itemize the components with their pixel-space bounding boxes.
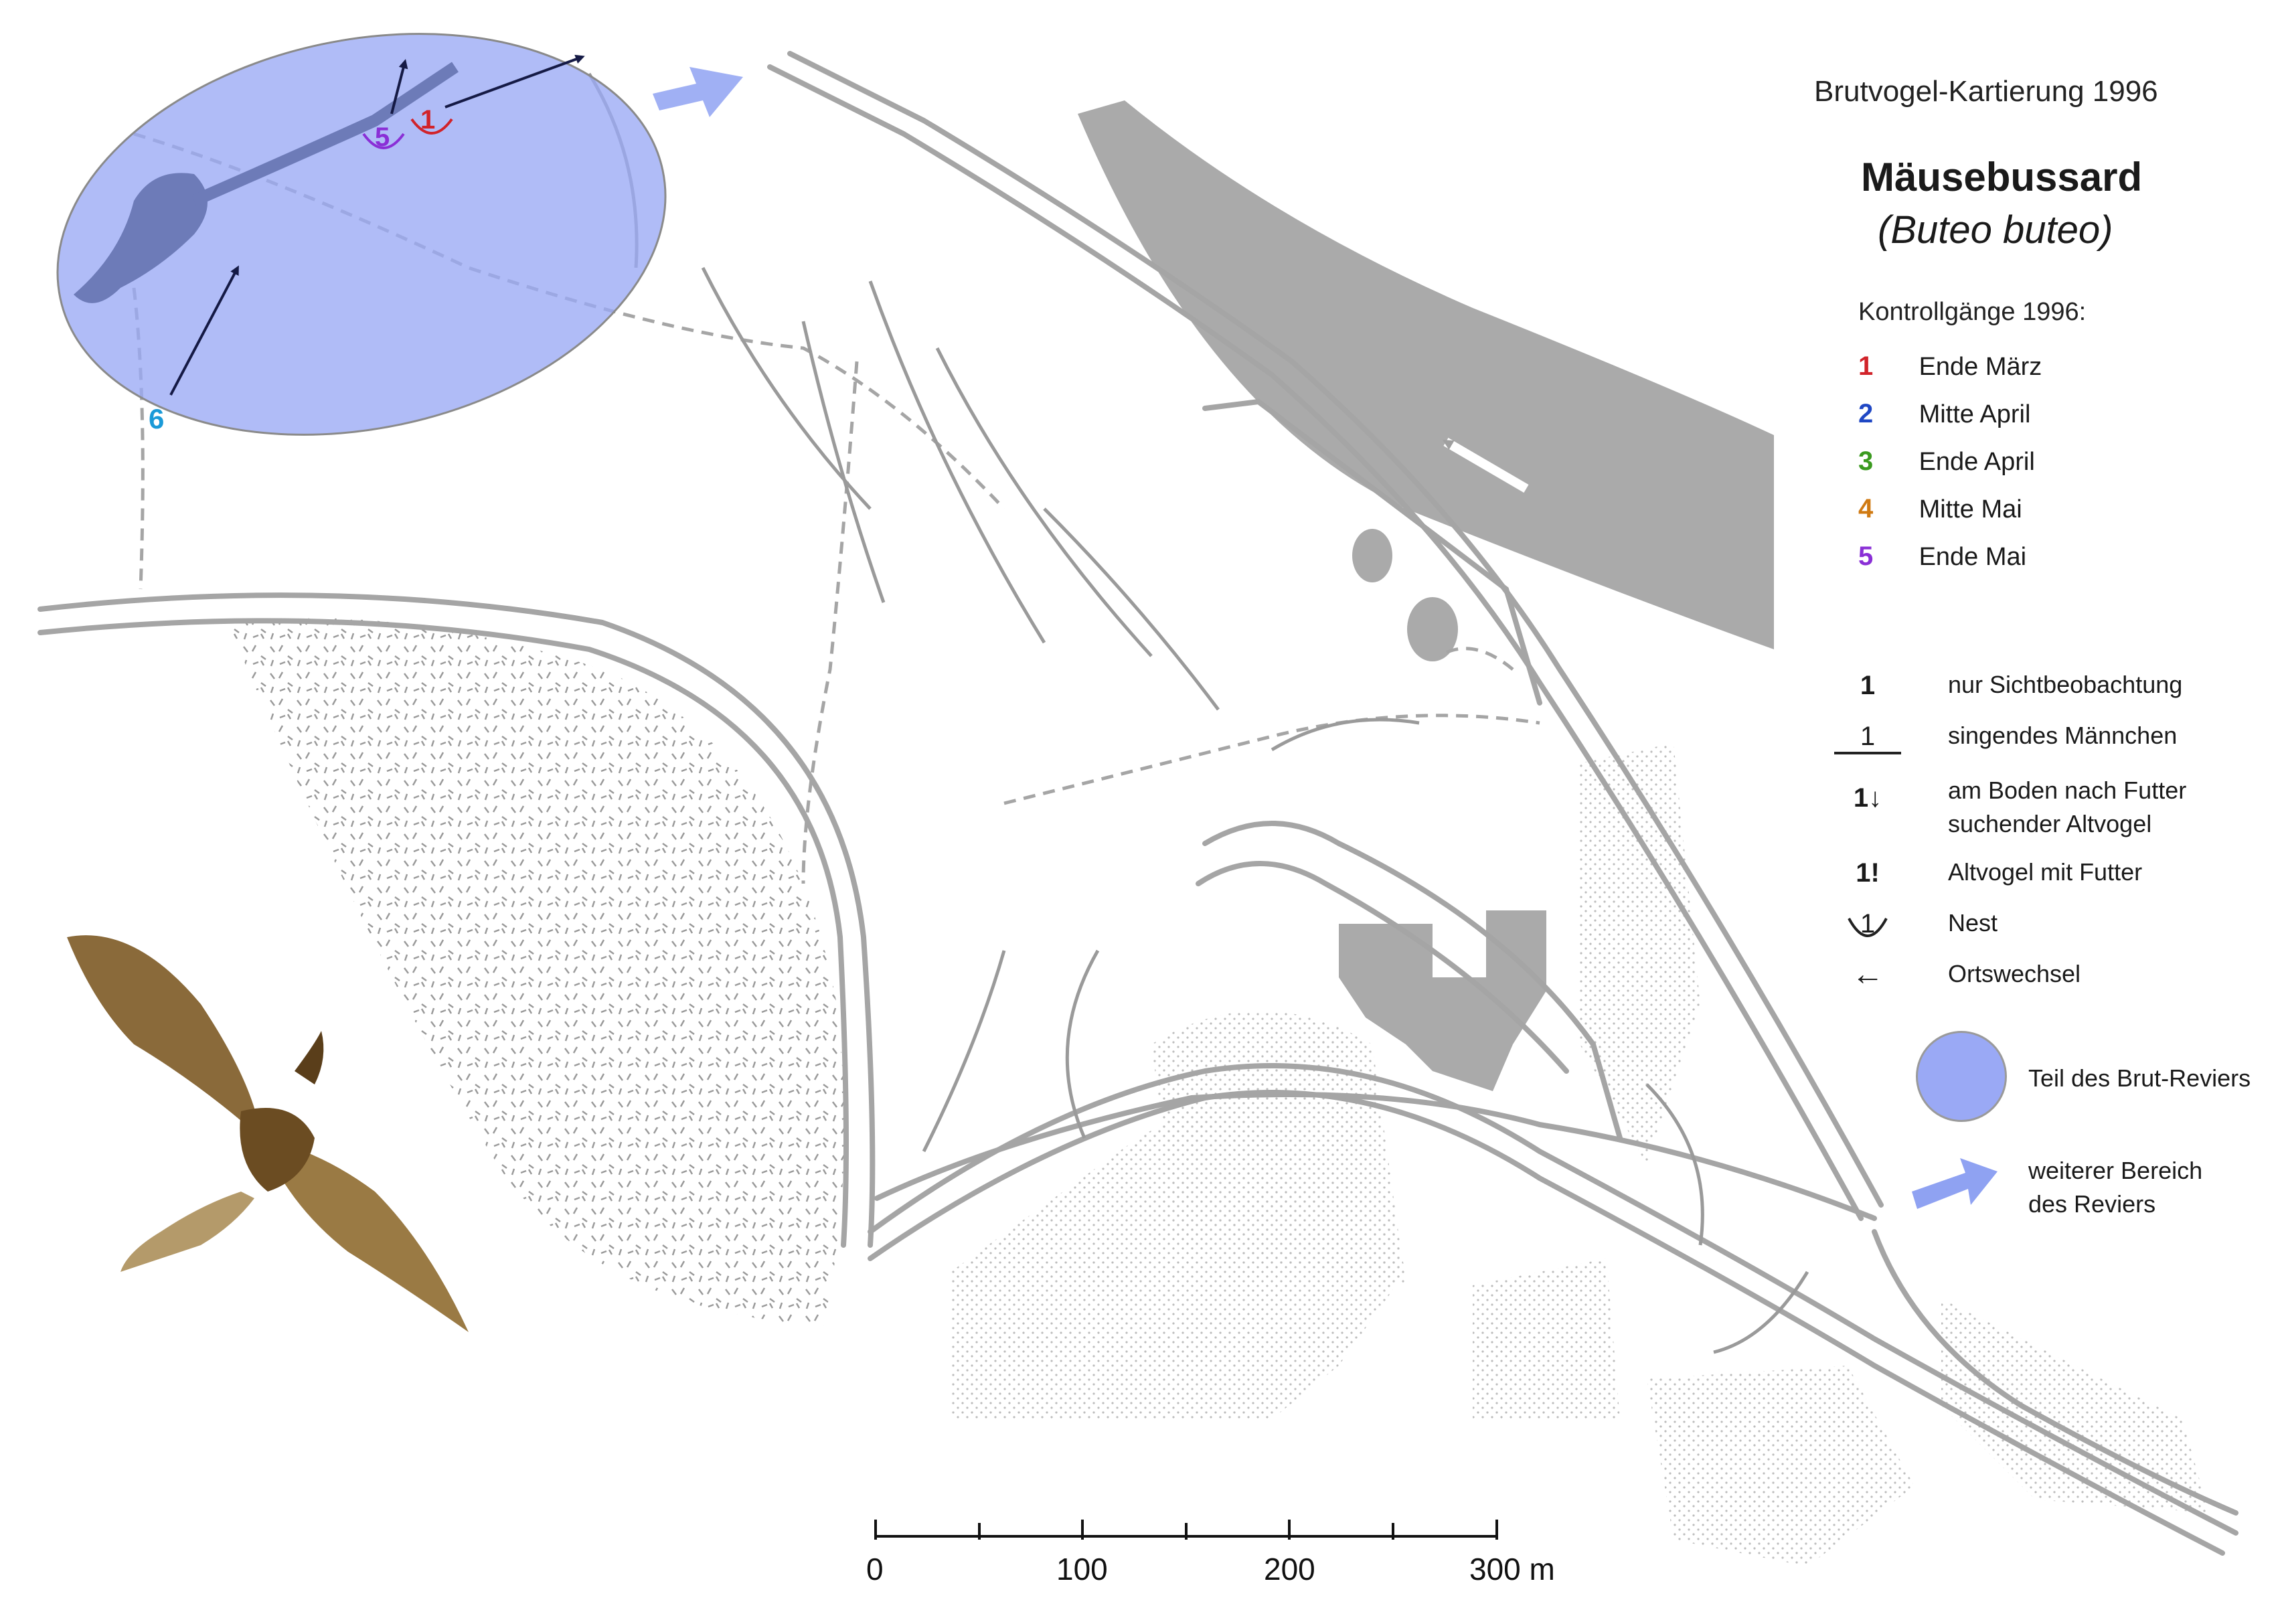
nest-arc-icon: [1848, 918, 1888, 937]
visit-label-3: Ende April: [1919, 448, 2035, 476]
map-marker-5: 5: [375, 123, 390, 152]
legend-adult-with-food-label: Altvogel mit Futter: [1948, 858, 2143, 886]
visit-label-1: Ende März: [1919, 353, 2042, 381]
legend-adult-with-food: 1! Altvogel mit Futter: [1834, 858, 2236, 892]
buildings: [1339, 910, 1546, 1091]
roads: [37, 51, 2238, 1556]
buzzard-illustration: [67, 935, 469, 1332]
dotted-area-6: [1941, 1299, 2209, 1513]
visit-item-4: 4 Mitte Mai: [1858, 494, 2022, 524]
flow-direction-arrow: [1442, 437, 1529, 493]
singing-male-icon: 1: [1834, 722, 1901, 754]
visit-num-1: 1: [1858, 351, 1874, 381]
survey-title: Brutvogel-Kartierung 1996: [1814, 75, 2158, 108]
legend-sighting-label: nur Sichtbeobachtung: [1948, 671, 2183, 698]
extended-territory-swatch: [1912, 1158, 1998, 1209]
nest-icon-5: [362, 133, 405, 149]
scale-bar: [874, 1520, 1498, 1540]
species-latin-name: (Buteo buteo): [1878, 208, 2113, 252]
dotted-area-4: [1473, 1258, 1620, 1419]
visit-label-5: Ende Mai: [1919, 543, 2027, 571]
adult-with-food-icon: 1!: [1856, 858, 1880, 888]
sighting-icon: 1: [1860, 671, 1876, 700]
river: [1078, 100, 1774, 649]
extended-label-1: weiterer Bereich: [2028, 1157, 2203, 1184]
meadow-area-left: [228, 618, 845, 1325]
extended-label-2: des Reviers: [2028, 1190, 2156, 1218]
visit-item-3: 3 Ende April: [1858, 446, 2035, 477]
lake: [74, 173, 208, 303]
scale-label-200: 200: [1264, 1552, 1315, 1587]
map-marker-1: 1: [420, 105, 435, 135]
visit-item-2: 2 Mitte April: [1858, 399, 2030, 429]
visit-label-4: Mitte Mai: [1919, 495, 2022, 523]
territory-swatch: [1916, 1031, 2007, 1122]
relocation-arrows: [169, 54, 585, 396]
territory-label: Teil des Brut-Reviers: [2028, 1064, 2251, 1092]
visit-label-2: Mitte April: [1919, 400, 2031, 428]
dotted-area-3: [1580, 743, 1700, 1165]
map-marker-6: 6: [149, 403, 164, 434]
legend-singing-male-label: singendes Männchen: [1948, 722, 2178, 749]
dotted-area-2: [1151, 1011, 1406, 1285]
ground-foraging-icon: 1↓: [1853, 783, 1882, 813]
visit-item-5: 5 Ende Mai: [1858, 542, 2026, 572]
scale-label-100: 100: [1056, 1552, 1108, 1587]
legend-relocation-label: Ortswechsel: [1948, 960, 2081, 987]
legend-nest: 1 Nest: [1834, 909, 2236, 949]
visit-num-3: 3: [1858, 446, 1874, 476]
legend-ground-foraging-label: am Boden nach Futter: [1948, 777, 2187, 804]
scale-label-300: 300 m: [1469, 1552, 1555, 1587]
visit-num-4: 4: [1858, 494, 1874, 523]
visits-title: Kontrollgänge 1996:: [1858, 298, 2087, 326]
species-common-name: Mäusebussard: [1861, 155, 2143, 199]
breeding-territory-area: [56, 33, 667, 436]
extended-territory-arrow: [653, 67, 743, 117]
visit-num-2: 2: [1858, 399, 1874, 428]
nest-icon: 1: [1860, 909, 1876, 939]
dotted-area-5: [1647, 1366, 1915, 1566]
legend-singing-male: 1 singendes Männchen: [1834, 722, 2236, 762]
pond-2: [1407, 597, 1458, 661]
scale-label-0: 0: [866, 1552, 884, 1587]
pond-1: [1352, 529, 1392, 582]
legend-nest-label: Nest: [1948, 909, 1998, 937]
relocation-arrow-icon: ←: [1852, 957, 1884, 992]
legend-ground-foraging: 1↓ am Boden nach Futter suchender Altvog…: [1834, 777, 2276, 843]
legend-relocation: ← Ortswechsel: [1834, 957, 2236, 993]
nest-icon-1: [410, 118, 453, 135]
legend-ground-foraging-label2: suchender Altvogel: [1948, 810, 2152, 837]
legend-sighting: 1 nur Sichtbeobachtung: [1834, 671, 2236, 704]
stream: [191, 62, 459, 207]
visit-item-1: 1 Ende März: [1858, 351, 2042, 382]
visit-num-5: 5: [1858, 542, 1874, 571]
